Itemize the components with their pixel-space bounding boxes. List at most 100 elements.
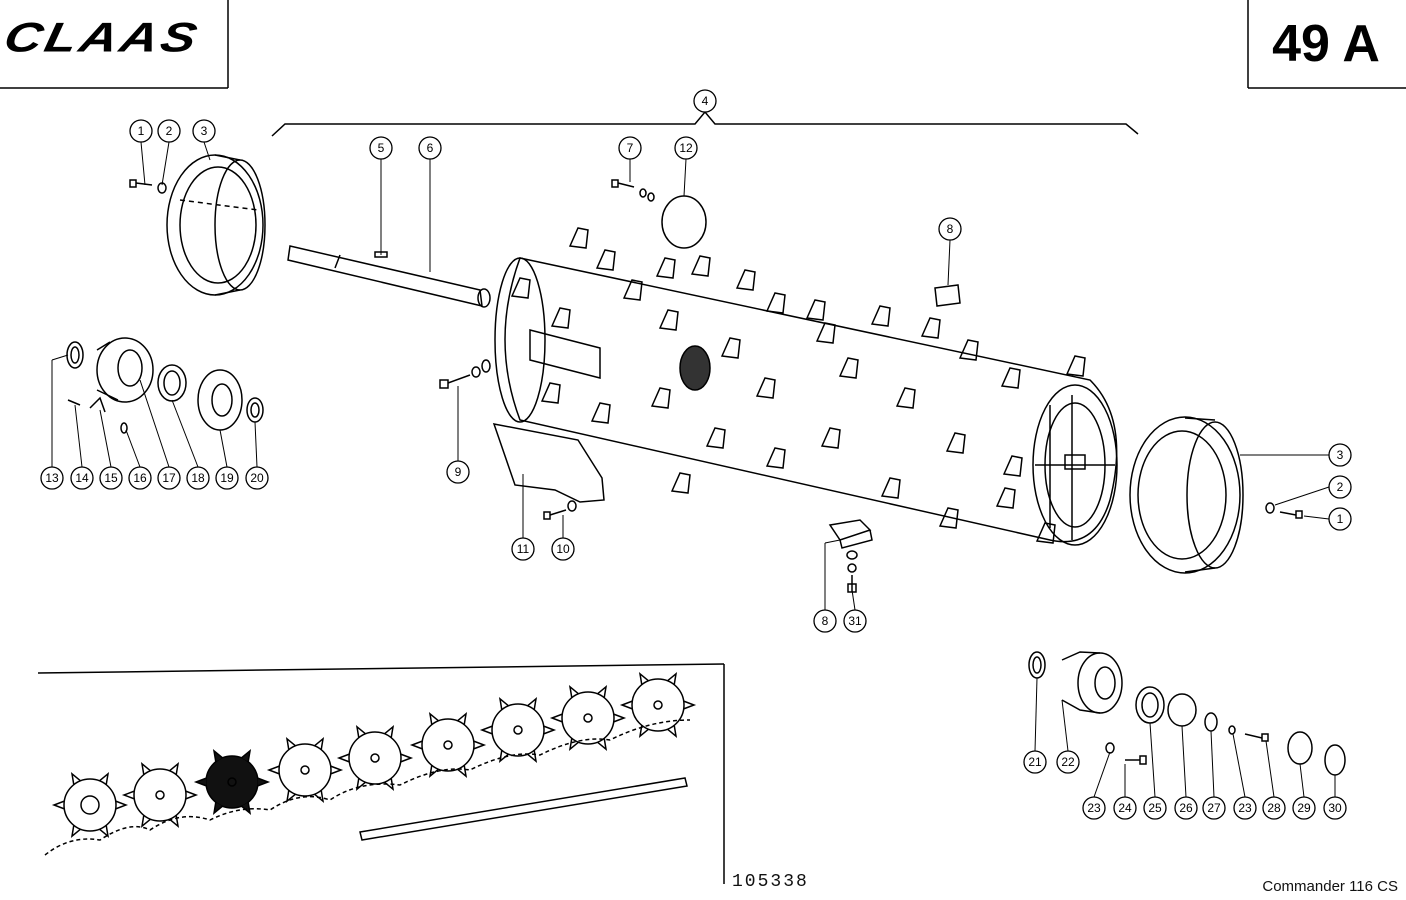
callout: 12 [674, 136, 698, 160]
drum-peg [870, 305, 891, 327]
drum-peg [720, 337, 741, 359]
sprocket-tooth [115, 800, 129, 810]
sprocket-tooth [99, 825, 110, 839]
sprocket [133, 768, 187, 822]
sprocket-tooth [457, 765, 468, 779]
drum-peg [815, 322, 836, 344]
sprocket [491, 703, 545, 757]
shaft [287, 245, 491, 308]
sprocket-tooth [409, 740, 423, 750]
callout: 13 [40, 466, 64, 490]
drum-peg [1000, 367, 1021, 389]
drum-peg [895, 387, 916, 409]
assembly-bracket [271, 110, 1139, 137]
callout-number: 3 [1337, 448, 1344, 462]
drum-peg [655, 257, 676, 279]
sprocket-tooth [667, 725, 678, 739]
callout-number: 22 [1061, 755, 1075, 769]
sprocket-tooth [121, 790, 135, 800]
callout-number: 12 [679, 141, 693, 155]
drum-peg [920, 317, 941, 339]
callout: 30 [1323, 796, 1347, 820]
sprocket-tooth [428, 765, 439, 779]
callout: 23 [1233, 796, 1257, 820]
callout: 25 [1143, 796, 1167, 820]
callout: 11 [511, 537, 535, 561]
leader-line [683, 158, 687, 197]
callout: 16 [128, 466, 152, 490]
left-bearing-group [66, 337, 264, 434]
callout-number: 2 [166, 124, 173, 138]
sprocket-tooth [527, 696, 538, 710]
drum-peg [540, 382, 561, 404]
leader-line [824, 539, 841, 544]
callout: 1 [1328, 507, 1352, 531]
sprocket-tooth [355, 778, 366, 792]
callout: 8 [813, 609, 837, 633]
leader-line [1061, 699, 1069, 752]
callout-number: 27 [1207, 801, 1221, 815]
callout-number: 9 [455, 465, 462, 479]
drum-peg [1065, 355, 1086, 377]
callout-number: 24 [1118, 801, 1132, 815]
sprocket-hub [583, 713, 593, 723]
leader-line [74, 404, 83, 468]
callout: 14 [70, 466, 94, 490]
sprocket-tooth [336, 753, 350, 763]
callout-number: 20 [250, 471, 264, 485]
sprocket-tooth [70, 825, 81, 839]
bolt-10 [543, 500, 577, 520]
callout: 15 [99, 466, 123, 490]
sprocket-tooth [314, 736, 325, 750]
sprocket-tooth [457, 711, 468, 725]
leader-line [1149, 722, 1156, 798]
sprocket-tooth [70, 771, 81, 785]
sprocket [63, 778, 117, 832]
sprocket-tooth [428, 711, 439, 725]
leader-line [1299, 763, 1305, 798]
sprocket-tooth [384, 724, 395, 738]
sprocket-tooth [185, 790, 199, 800]
drum-peg [595, 249, 616, 271]
drum-peg [820, 427, 841, 449]
sprocket-tooth [355, 724, 366, 738]
callout: 1 [129, 119, 153, 143]
sprocket-tooth [140, 815, 151, 829]
callout-number: 17 [162, 471, 176, 485]
drum-peg [690, 255, 711, 277]
callout-number: 23 [1238, 801, 1252, 815]
drum-peg [945, 432, 966, 454]
drive-inset [37, 663, 725, 884]
bolt-right [1265, 502, 1303, 519]
sprocket-tooth [400, 753, 414, 763]
callout-number: 4 [702, 94, 709, 108]
leader-line [99, 409, 112, 468]
callout-number: 29 [1297, 801, 1311, 815]
page-code: 49 A [1272, 15, 1380, 73]
drum-peg [805, 299, 826, 321]
callout: 9 [446, 460, 470, 484]
sprocket [278, 743, 332, 797]
sprocket-hub [653, 700, 663, 710]
drum-peg [670, 472, 691, 494]
leader-line [1210, 730, 1215, 798]
cover-plate [611, 179, 707, 249]
sprocket-tooth [241, 748, 252, 762]
plate-11 [492, 423, 605, 503]
leader-line [1181, 725, 1187, 798]
callout: 3 [192, 119, 216, 143]
sprocket-tooth [266, 765, 280, 775]
sprocket-tooth [212, 802, 223, 816]
callout-number: 8 [822, 614, 829, 628]
callout-number: 18 [191, 471, 205, 485]
sprocket-tooth [543, 725, 557, 735]
leader-line [125, 429, 141, 468]
leader-line [1303, 515, 1330, 520]
callout-number: 25 [1148, 801, 1162, 815]
sprocket [561, 691, 615, 745]
drum-peg [658, 309, 679, 331]
drum-peg [590, 402, 611, 424]
sprocket-tooth [613, 713, 627, 723]
drum-peg [765, 292, 786, 314]
